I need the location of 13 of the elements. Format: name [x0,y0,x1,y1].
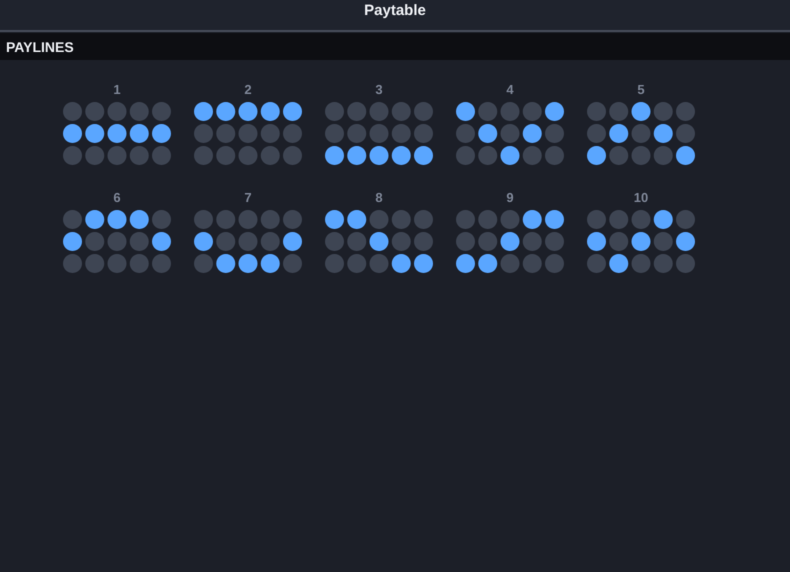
payline-number: 6 [113,190,121,205]
section-header-band [0,33,790,60]
section-heading: PAYLINES [6,39,74,55]
payline-number: 1 [113,82,121,97]
page-title: Paytable [364,2,426,19]
payline-number: 7 [244,190,252,205]
payline-number: 3 [375,82,383,97]
payline-number: 4 [506,82,514,97]
payline-number: 10 [634,190,648,205]
payline-number: 2 [244,82,252,97]
payline-number: 8 [375,190,383,205]
payline-number: 9 [506,190,514,205]
payline-number: 5 [637,82,645,97]
